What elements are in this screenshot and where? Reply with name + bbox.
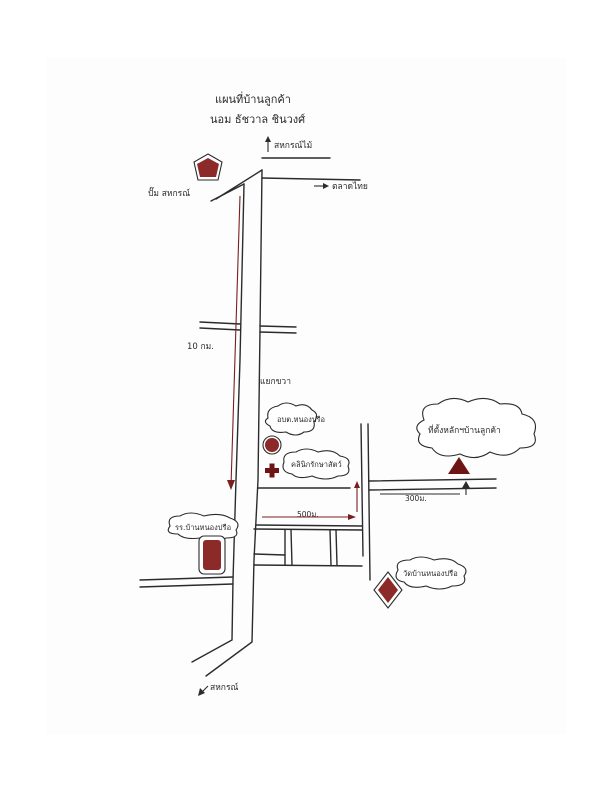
map-title-line2: นอม ธัชวาล ชินวงศ์ bbox=[210, 113, 305, 126]
bottom-crossroad-right bbox=[253, 564, 363, 567]
destination-road-bottom bbox=[368, 487, 497, 491]
label-bubble-hospital: รร.บ้านหนองปรือ bbox=[175, 523, 231, 532]
red-triangle-icon bbox=[448, 457, 470, 474]
side-road-mid bbox=[255, 524, 363, 527]
side-street-3 bbox=[329, 529, 332, 566]
label-bubble-destination: ที่ตั้งหลักฯบ้านลูกค้า bbox=[428, 424, 501, 436]
mid-crossroad-left-1 bbox=[199, 321, 241, 325]
office-bubble: อบต.หนองปรือ bbox=[264, 402, 325, 436]
upper-left-branch-bottom bbox=[215, 169, 263, 200]
label-turn: แยกขวา bbox=[260, 377, 291, 387]
right-vertical-road-right bbox=[367, 423, 371, 581]
hatched-pentagon-icon bbox=[193, 153, 223, 181]
label-right-arrow: ตลาดไทย bbox=[332, 181, 368, 192]
temple-bubble: วัดบ้านหนองปรือ bbox=[395, 556, 467, 590]
label-pump: ปั๊ม สหกรณ์ bbox=[148, 186, 190, 199]
side-street-4 bbox=[335, 529, 338, 566]
red-cross-icon bbox=[265, 463, 279, 478]
south-arrow-head bbox=[198, 688, 205, 696]
destination-bubble: ที่ตั้งหลักฯบ้านลูกค้า bbox=[416, 397, 537, 459]
hatched-diamond-icon bbox=[373, 571, 403, 609]
label-distance-left: 10 กม. bbox=[187, 342, 214, 352]
dest-up-arrow-head bbox=[462, 481, 470, 488]
label-bubble-clinic: คลินิกรักษาสัตว์ bbox=[291, 460, 342, 469]
label-bottom-arrow: สหกรณ์ bbox=[210, 682, 239, 693]
clinic-bubble: คลินิกรักษาสัตว์ bbox=[282, 448, 350, 480]
bottom-crossroad-left-bottom bbox=[139, 583, 234, 588]
mid-crossroad-left-2 bbox=[199, 327, 241, 331]
label-bubble-upper: อบต.หนองปรือ bbox=[277, 415, 325, 424]
hatched-circle-icon bbox=[262, 435, 282, 455]
side-road-bottom bbox=[253, 528, 363, 531]
label-top-arrow: สหกรณ์ไม้ bbox=[274, 140, 312, 151]
destination-road-top bbox=[368, 478, 497, 482]
mid-crossroad-right-2 bbox=[259, 331, 297, 334]
right-vertical-road-left bbox=[360, 423, 364, 557]
bottom-crossroad-left-top bbox=[139, 576, 234, 581]
side-street-2 bbox=[290, 529, 293, 566]
north-arrow-head bbox=[265, 136, 271, 142]
label-distance-right: 300ม. bbox=[405, 494, 427, 503]
map-title-line1: แผนที่บ้านลูกค้า bbox=[215, 91, 291, 106]
turn-route-arrow-head bbox=[354, 481, 360, 488]
map-sheet bbox=[46, 58, 566, 734]
side-street-cross bbox=[253, 553, 286, 556]
mid-route-arrow-head bbox=[348, 514, 356, 520]
east-arrow-head bbox=[323, 183, 329, 189]
label-distance-mid: 500ม. bbox=[297, 510, 319, 519]
mid-crossroad-right-1 bbox=[259, 325, 297, 328]
hatched-rectangle-icon bbox=[198, 535, 226, 575]
label-bubble-temple: วัดบ้านหนองปรือ bbox=[403, 569, 458, 578]
route-arrow-head bbox=[227, 480, 235, 490]
upper-right-road bbox=[261, 177, 361, 181]
route-arrow-line bbox=[230, 195, 241, 487]
main-road-right-edge bbox=[205, 169, 263, 677]
main-road-left-edge bbox=[191, 183, 245, 663]
school-bubble: รร.บ้านหนองปรือ bbox=[167, 512, 239, 542]
